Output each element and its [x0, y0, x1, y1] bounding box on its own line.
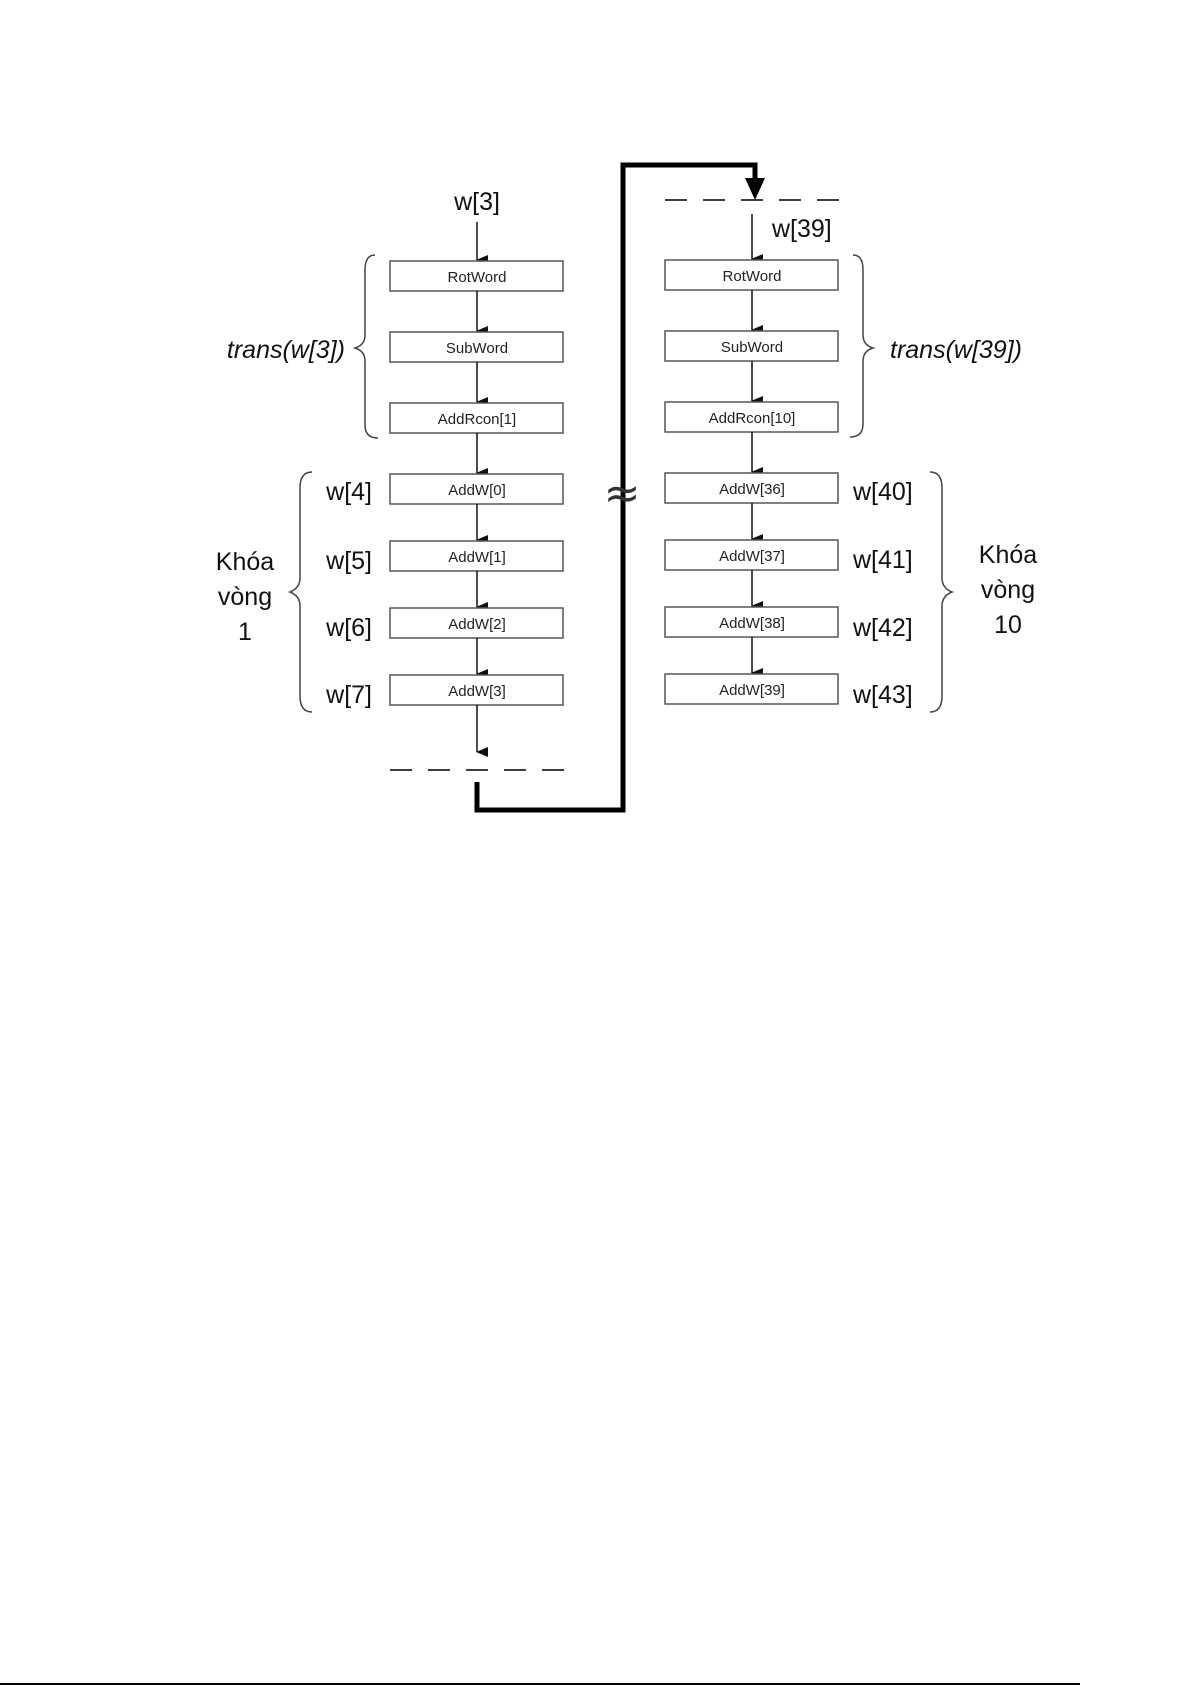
right-addw-38: AddW[38]: [665, 607, 838, 637]
left-trans-label: trans(w[3]): [227, 336, 345, 364]
right-trans-addrcon: AddRcon[10]: [665, 402, 838, 432]
svg-text:AddW[2]: AddW[2]: [448, 616, 506, 633]
right-round-label: Khóa: [979, 541, 1037, 569]
left-round-label: vòng: [218, 583, 272, 611]
right-trans-brace: [850, 255, 873, 437]
left-round-label: Khóa: [216, 548, 274, 576]
svg-text:SubWord: SubWord: [721, 339, 783, 356]
left-output-label: w[4]: [325, 478, 372, 506]
left-addw-2: AddW[2]: [390, 608, 563, 638]
left-trans-brace: [355, 255, 378, 438]
left-output-label: w[7]: [325, 681, 372, 709]
right-input-label: w[39]: [771, 215, 832, 243]
left-output-label: w[6]: [325, 614, 372, 642]
right-addw-39: AddW[39]: [665, 674, 838, 704]
right-round-brace: [930, 472, 952, 712]
right-trans-subword: SubWord: [665, 331, 838, 361]
left-addw-0: AddW[0]: [390, 474, 563, 504]
right-output-label: w[43]: [852, 681, 913, 709]
right-output-label: w[41]: [852, 546, 913, 574]
loop-arrowhead: [745, 178, 765, 200]
right-trans-rotword: RotWord: [665, 260, 838, 290]
svg-text:AddW[36]: AddW[36]: [719, 481, 785, 498]
left-output-label: w[5]: [325, 547, 372, 575]
svg-text:AddW[38]: AddW[38]: [719, 615, 785, 632]
right-round-label: 10: [994, 611, 1022, 639]
right-round-label: vòng: [981, 576, 1035, 604]
left-addw-3: AddW[3]: [390, 675, 563, 705]
right-output-label: w[42]: [852, 614, 913, 642]
right-trans-label: trans(w[39]): [890, 336, 1022, 364]
right-addw-37: AddW[37]: [665, 540, 838, 570]
left-round-label: 1: [238, 618, 252, 646]
svg-text:AddW[0]: AddW[0]: [448, 482, 506, 499]
right-output-label: w[40]: [852, 478, 913, 506]
left-trans-addrcon: AddRcon[1]: [390, 403, 563, 433]
svg-text:RotWord: RotWord: [723, 268, 782, 285]
svg-text:AddW[39]: AddW[39]: [719, 682, 785, 699]
left-trans-rotword: RotWord: [390, 261, 563, 291]
left-trans-subword: SubWord: [390, 332, 563, 362]
svg-text:AddW[37]: AddW[37]: [719, 548, 785, 565]
svg-text:AddRcon[10]: AddRcon[10]: [709, 410, 796, 427]
left-round-brace: [290, 472, 312, 712]
left-input-label: w[3]: [453, 188, 500, 216]
svg-text:SubWord: SubWord: [446, 340, 508, 357]
svg-text:RotWord: RotWord: [448, 269, 507, 286]
left-addw-1: AddW[1]: [390, 541, 563, 571]
gap-symbol: ≈: [604, 468, 641, 519]
svg-text:AddW[3]: AddW[3]: [448, 683, 506, 700]
right-addw-36: AddW[36]: [665, 473, 838, 503]
svg-text:AddRcon[1]: AddRcon[1]: [438, 411, 516, 428]
svg-text:AddW[1]: AddW[1]: [448, 549, 506, 566]
